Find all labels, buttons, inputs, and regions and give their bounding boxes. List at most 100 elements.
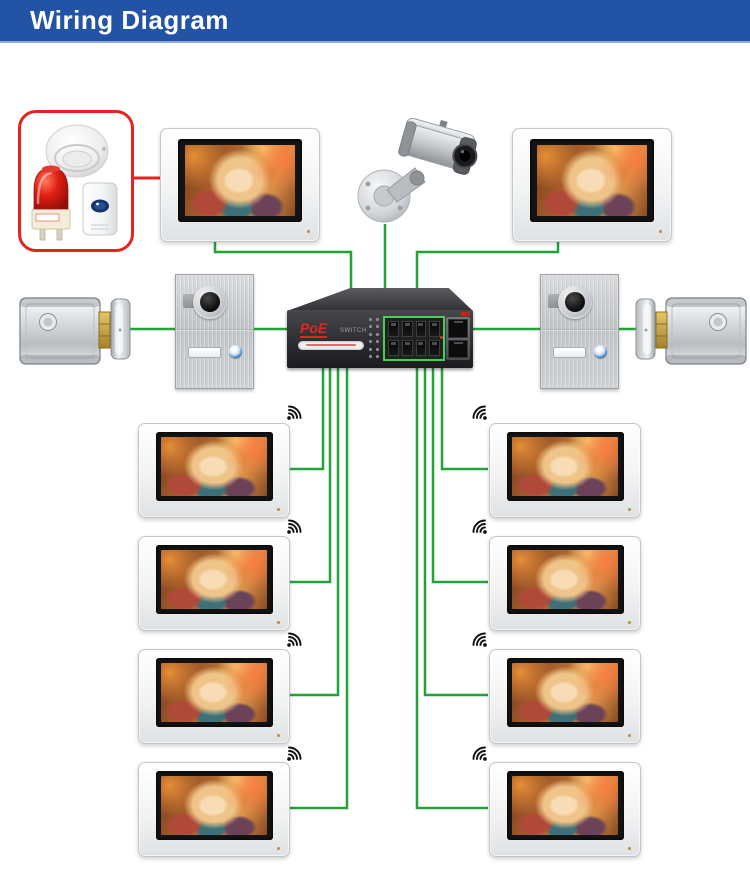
monitor-screen-photo	[184, 144, 296, 217]
switch-poe-port-group	[383, 316, 445, 361]
monitor-bezel	[506, 432, 624, 502]
lock-body	[19, 297, 101, 365]
monitor-bezel	[155, 545, 273, 615]
monitor-mic-hole	[628, 733, 631, 737]
smoke-detector-icon	[45, 124, 109, 178]
wifi-signal-icon	[468, 742, 490, 764]
bullet-camera	[357, 118, 478, 223]
rj45-port	[388, 340, 399, 356]
monitor-bezel	[506, 771, 624, 841]
indoor-monitor-wifi-left-3	[138, 649, 290, 744]
page-title: Wiring Diagram	[30, 5, 229, 35]
wire-monitor-topright-to-switch	[415, 238, 560, 295]
door-station-seam	[176, 329, 253, 332]
switch-sticker	[298, 341, 364, 350]
door-station-camera-icon	[558, 285, 592, 319]
wifi-signal-icon	[284, 515, 306, 537]
wire-trunk-right-1	[440, 352, 488, 471]
indoor-monitor-wifi-right-2	[489, 536, 641, 631]
alarm-kit-devices	[31, 124, 118, 241]
door-station-nameplate	[553, 347, 586, 358]
lock-strike-plate	[635, 298, 656, 360]
door-station-camera-icon	[193, 285, 227, 319]
monitor-screen-photo	[161, 776, 267, 836]
rj45-port	[401, 321, 413, 337]
wifi-signal-icon	[468, 515, 490, 537]
lock-strike-plate	[110, 298, 131, 360]
wire-trunk-right-3	[423, 352, 488, 697]
indoor-monitor-wifi-right-1	[489, 423, 641, 518]
camera-wall-mount	[357, 167, 426, 223]
switch-front-face: PoE SWITCH	[287, 310, 473, 368]
monitor-mic-hole	[628, 620, 631, 624]
monitor-bezel	[155, 658, 273, 728]
rj45-port	[388, 321, 399, 337]
switch-top-face	[287, 288, 473, 311]
electric-lock-right	[635, 297, 747, 365]
monitor-mic-hole	[277, 620, 280, 624]
indoor-monitor-wired-left	[160, 128, 320, 242]
switch-brand-label: PoE	[300, 320, 328, 338]
rj45-uplink-port	[448, 319, 468, 338]
rj45-port	[401, 340, 413, 356]
monitor-bezel	[178, 139, 302, 222]
door-station-sensor	[183, 294, 195, 308]
monitor-mic-hole	[306, 230, 310, 234]
switch-power-led	[461, 312, 470, 316]
alarm-kit-box	[18, 110, 134, 252]
indoor-monitor-wifi-right-4	[489, 762, 641, 857]
monitor-mic-hole	[658, 230, 662, 234]
monitor-mic-hole	[628, 507, 631, 511]
monitor-screen-photo	[161, 663, 267, 723]
switch-uplink-port-group	[446, 317, 470, 360]
wire-trunk-left-1	[289, 352, 325, 471]
lock-latch	[655, 311, 668, 349]
monitor-bezel	[155, 771, 273, 841]
wifi-signal-icon	[468, 628, 490, 650]
door-station-lens	[200, 292, 220, 312]
wire-monitor-topleft-to-switch	[213, 238, 353, 295]
switch-type-label: SWITCH	[340, 328, 367, 334]
camera-body	[398, 118, 478, 175]
monitor-screen-photo	[512, 550, 618, 610]
rj45-uplink-port	[448, 339, 468, 358]
monitor-bezel	[530, 139, 654, 222]
door-station-lens	[565, 292, 585, 312]
monitor-bezel	[506, 545, 624, 615]
header-bar: Wiring Diagram	[0, 0, 750, 41]
door-station-right	[540, 274, 619, 389]
monitor-mic-hole	[628, 846, 631, 850]
monitor-mic-hole	[277, 846, 280, 850]
monitor-mic-hole	[277, 733, 280, 737]
rj45-port	[429, 321, 440, 337]
rj45-port	[415, 321, 427, 337]
wire-trunk-left-3	[289, 352, 340, 697]
wire-trunk-left-4	[289, 352, 349, 810]
switch-led-indicators	[369, 318, 381, 358]
wifi-signal-icon	[284, 742, 306, 764]
lock-body	[665, 297, 747, 365]
door-station-call-button	[229, 345, 242, 358]
switch-status-led	[440, 336, 443, 339]
door-station-nameplate	[188, 347, 221, 358]
rj45-port	[429, 340, 440, 356]
poe-switch: PoE SWITCH	[287, 288, 473, 368]
lock-latch	[98, 311, 111, 349]
monitor-mic-hole	[277, 507, 280, 511]
door-station-call-button	[594, 345, 607, 358]
indoor-monitor-wifi-right-3	[489, 649, 641, 744]
electric-lock-left	[19, 297, 131, 365]
door-station-left	[175, 274, 254, 389]
monitor-bezel	[506, 658, 624, 728]
door-station-seam	[541, 329, 618, 332]
rj45-port	[415, 340, 427, 356]
wifi-signal-icon	[468, 401, 490, 423]
monitor-screen-photo	[161, 550, 267, 610]
alarm-beacon-icon	[31, 165, 71, 241]
monitor-screen-photo	[512, 663, 618, 723]
door-station-sensor	[548, 294, 560, 308]
monitor-screen-photo	[161, 437, 267, 497]
pir-motion-sensor-icon	[82, 182, 118, 236]
